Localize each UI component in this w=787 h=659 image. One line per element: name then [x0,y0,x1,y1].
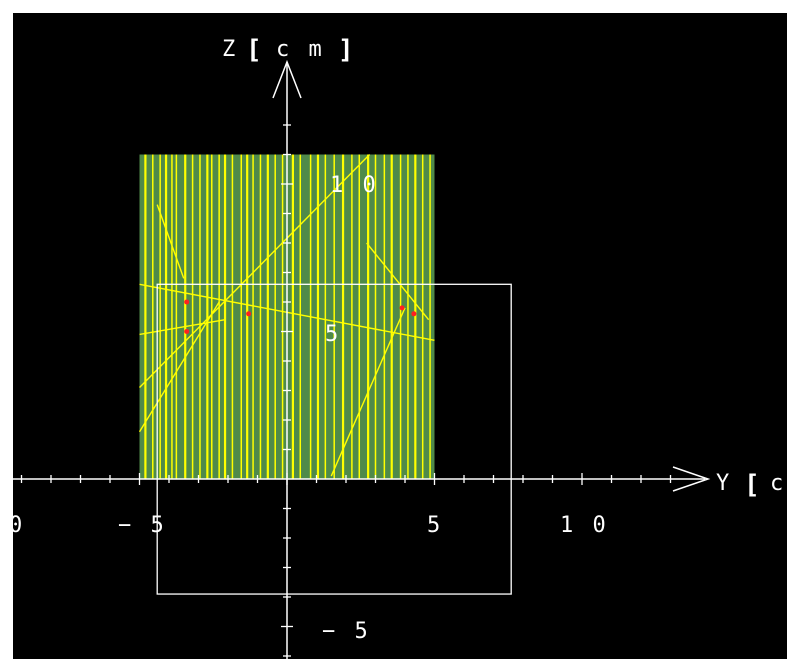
y-axis-bracket: [ [744,470,763,500]
inclined-track [139,319,226,336]
hit-point [184,299,190,305]
y-tick-label-0: 0 [9,513,25,538]
z-tick-label-neg5: − 5 [322,619,371,644]
outline-box [156,283,512,595]
y-tick-label-10: 1 0 [560,513,609,538]
axes-group [13,59,711,659]
z-axis-arrow-icon [272,59,302,99]
hit-point [184,329,190,334]
y-tick-label-neg5: − 5 [118,513,167,538]
vertical-tracks-group [144,154,431,479]
z-axis-ticks [281,124,293,657]
z-axis-bracket-close: ] [338,35,357,65]
y-axis-label: Y [716,471,732,496]
hit-point [411,311,417,317]
inclined-track [156,204,185,279]
z-tick-label-10: 1 0 [330,173,379,198]
z-axis-unit: c m [276,37,325,62]
y-axis-arrow-icon [672,466,711,492]
hit-point [246,311,252,317]
z-tick-label-5: 5 [325,322,341,347]
inclined-track [366,242,430,321]
hit-point [399,305,405,311]
inclined-track [330,307,406,477]
y-axis-unit: c [770,471,786,496]
z-axis-label: Z [222,37,238,62]
inclined-track [139,154,371,389]
hits-group [184,299,417,334]
y-tick-label-5: 5 [427,513,443,538]
y-axis-ticks [20,473,672,485]
z-axis-bracket-open: [ [246,35,265,65]
